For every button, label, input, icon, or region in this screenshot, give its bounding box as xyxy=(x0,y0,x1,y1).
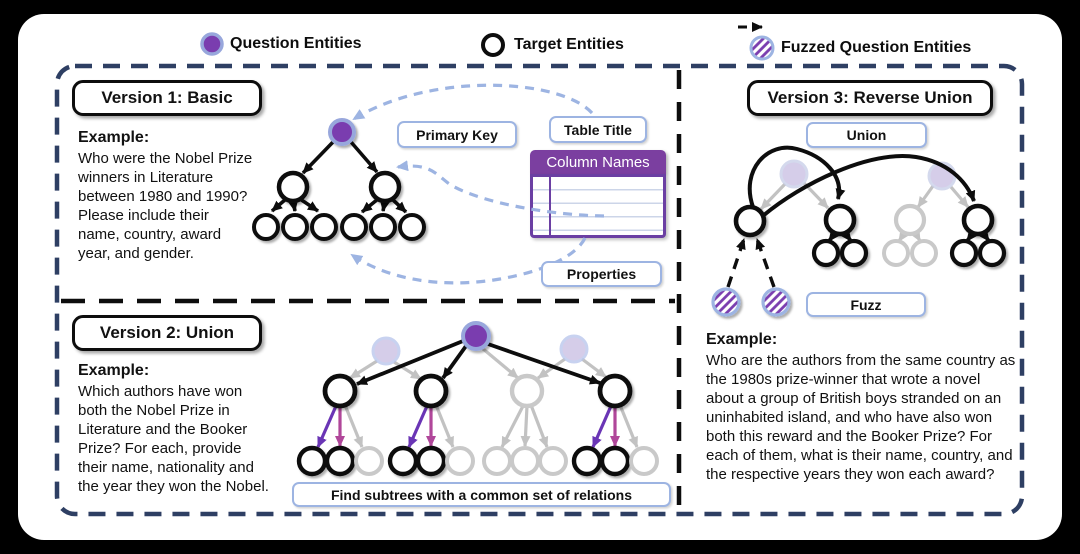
table-key-column-divider xyxy=(549,177,551,235)
primary-key-label: Primary Key xyxy=(397,121,517,148)
properties-label: Properties xyxy=(541,261,662,287)
table-title-label: Table Title xyxy=(549,116,647,143)
version3-title: Version 3: Reverse Union xyxy=(747,80,993,116)
legend-question-entities-label: Question Entities xyxy=(230,35,362,52)
find-subtrees-caption: Find subtrees with a common set of relat… xyxy=(292,482,671,507)
version1-title: Version 1: Basic xyxy=(72,80,262,116)
version1-example-text: Who were the Nobel Prize winners in Lite… xyxy=(78,150,253,262)
version2-example-text: Which authors have won both the Nobel Pr… xyxy=(78,383,269,495)
legend-target-entities-label: Target Entities xyxy=(514,36,624,53)
legend-fuzzed-entities-label: Fuzzed Question Entities xyxy=(781,39,972,56)
version3-example-text: Who are the authors from the same countr… xyxy=(706,352,1016,483)
version1-example-label: Example: xyxy=(78,129,150,146)
table-column-names-header: Column Names xyxy=(530,150,666,174)
table-graphic: Column Names xyxy=(530,150,666,238)
table-body xyxy=(530,174,666,238)
version2-title: Version 2: Union xyxy=(72,315,262,351)
version3-example-label: Example: xyxy=(706,331,778,348)
fuzz-label: Fuzz xyxy=(806,292,926,317)
union-label: Union xyxy=(806,122,927,148)
version2-example-label: Example: xyxy=(78,362,150,379)
